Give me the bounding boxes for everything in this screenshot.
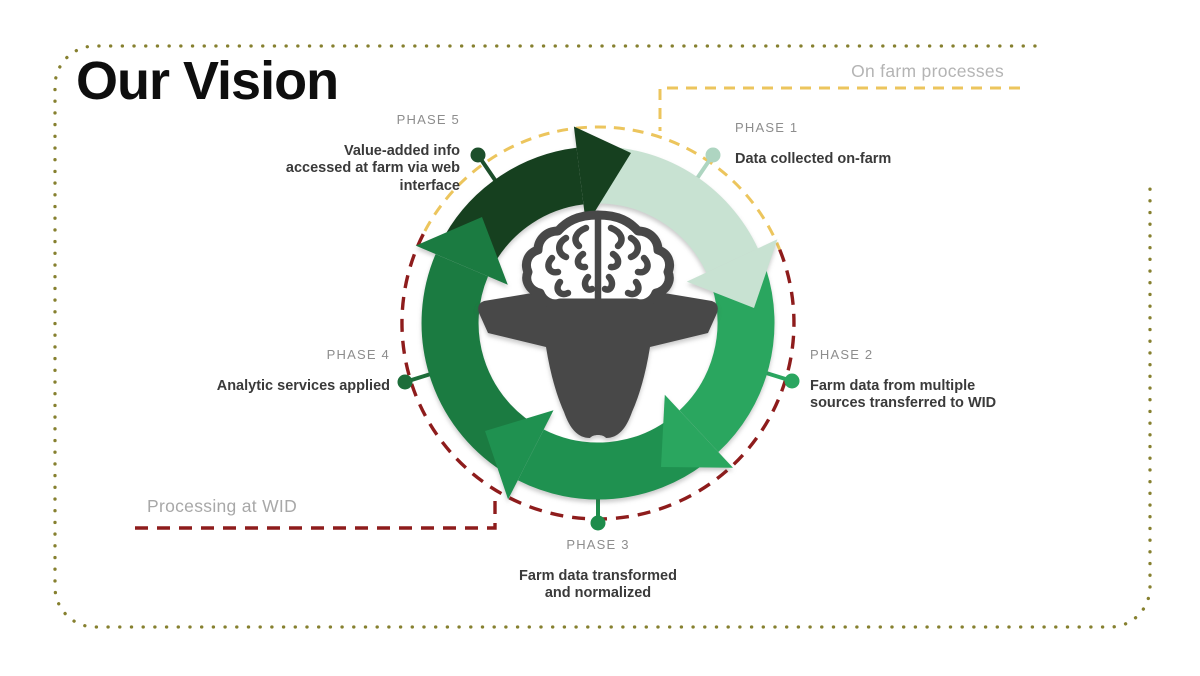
processing-boundary-dashes bbox=[135, 230, 796, 530]
phase-5-description: Value-added info accessed at farm via we… bbox=[285, 142, 460, 194]
on-farm-boundary-dashes bbox=[423, 86, 1020, 251]
phase-1-label: PHASE 1 bbox=[735, 120, 799, 135]
phase-5-arrowhead bbox=[573, 126, 631, 226]
on-farm-region-label: On farm processes bbox=[851, 61, 1004, 81]
phase-2-annotation: PHASE 2 Farm data from multiple sources … bbox=[810, 347, 996, 413]
phase-4-annotation: PHASE 4 Analytic services applied bbox=[217, 347, 390, 395]
phase-5-dot bbox=[470, 147, 486, 163]
phase-3-label: PHASE 3 bbox=[566, 537, 630, 552]
cow-head-silhouette bbox=[478, 285, 718, 438]
phase-2-description: Farm data from multiple sources transfer… bbox=[810, 377, 997, 412]
phase-2-arrowhead bbox=[661, 394, 733, 468]
brain-folds bbox=[545, 215, 651, 304]
phase-3-arrowhead bbox=[485, 410, 554, 500]
phase-3-description: Farm data transformed and normalized bbox=[519, 567, 677, 602]
phase-3-dot bbox=[590, 515, 606, 531]
phase-2-label: PHASE 2 bbox=[810, 347, 874, 362]
cycle-ring bbox=[415, 126, 778, 500]
phase-4-arrowhead bbox=[415, 217, 508, 285]
phase-3-annotation: PHASE 3 Farm data transformed and normal… bbox=[448, 537, 748, 603]
phase-4-description: Analytic services applied bbox=[216, 377, 390, 394]
phase-1-arrowhead bbox=[686, 239, 778, 308]
cow-head-with-brain-icon bbox=[478, 210, 718, 438]
phase-4-segment bbox=[421, 254, 534, 471]
page-border-dotted bbox=[53, 44, 1152, 629]
phase-4-label: PHASE 4 bbox=[326, 347, 390, 362]
phase-1-dot bbox=[705, 147, 721, 163]
page-title: Our Vision bbox=[76, 51, 339, 111]
processing-region-label: Processing at WID bbox=[147, 496, 298, 516]
phase-4-dot bbox=[397, 374, 413, 390]
phase-1-description: Data collected on-farm bbox=[735, 150, 892, 167]
phase-5-annotation: PHASE 5 Value-added info accessed at far… bbox=[286, 112, 460, 196]
phase-5-label: PHASE 5 bbox=[396, 112, 460, 127]
phase-1-annotation: PHASE 1 Data collected on-farm bbox=[735, 120, 891, 168]
phase-2-dot bbox=[784, 373, 800, 389]
